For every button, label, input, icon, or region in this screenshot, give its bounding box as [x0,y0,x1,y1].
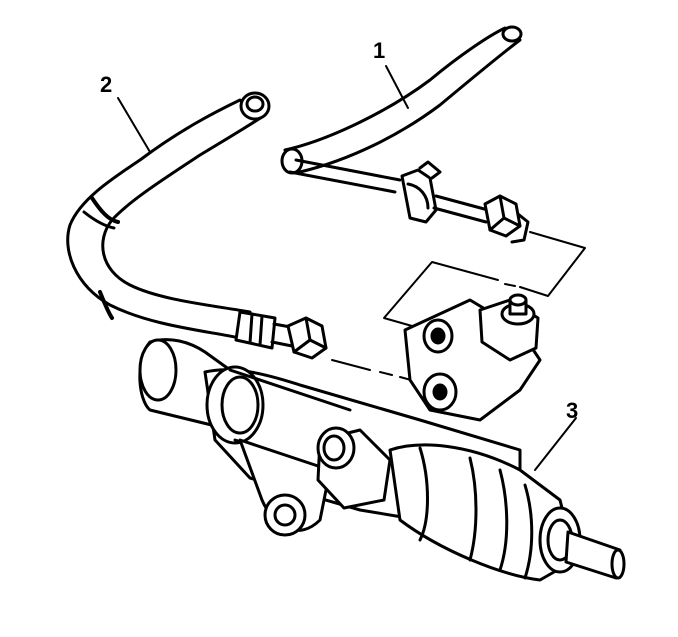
steering-gear [138,293,626,582]
callout-label-1: 1 [373,38,386,63]
leader-line-1 [385,65,409,109]
leader-line-2 [117,97,151,153]
callout-label-2: 2 [100,72,113,97]
hose-2 [66,91,328,360]
leader-lines [117,65,577,471]
callout-label-3: 3 [566,398,579,423]
hose-1 [280,25,530,244]
leader-line-3 [534,417,577,471]
